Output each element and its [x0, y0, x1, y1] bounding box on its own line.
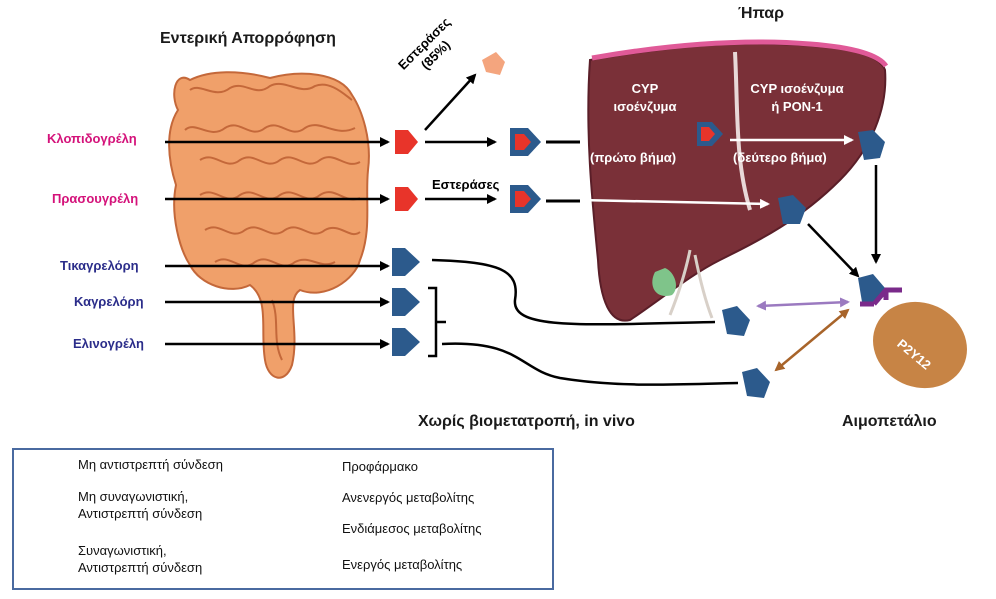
cangrelor-active-shape	[392, 288, 420, 316]
legend-box	[12, 448, 554, 590]
esterases-85-arrow	[424, 73, 477, 131]
bound-active-metabolite	[858, 274, 885, 302]
prasugrel-intermediate-core	[515, 191, 531, 207]
cyp-pon-label: CYP ισοένζυμα ή PON-1	[742, 80, 852, 116]
legend-prodrug-label: Προφάρμακο	[342, 459, 418, 474]
no-biotransformation-title: Χωρίς βιομετατροπή, in vivo	[418, 413, 635, 430]
clopidogrel-active-metabolite	[858, 130, 885, 160]
esterases-label: Εστεράσες	[432, 177, 500, 192]
legend-intermediate-label: Ενδιάμεσος μεταβολίτης	[342, 521, 482, 536]
legend-competitive-line2: Αντιστρεπτή σύνδεση	[78, 560, 203, 575]
ticagrelor-curve	[431, 258, 716, 326]
prasugrel-liver-arrow	[579, 198, 770, 209]
inactive-metabolite-shape	[482, 52, 505, 75]
drug-label-cangrelor: Καγρελόρη	[74, 294, 144, 309]
drug-label-clopidogrel: Κλοπιδογρέλη	[47, 131, 137, 146]
platelet-title: Αιμοπετάλιο	[842, 413, 937, 430]
legend-competitive-line1: Συναγωνιστική,	[78, 543, 167, 558]
drug-label-prasugrel: Πρασουγρέλη	[52, 191, 139, 206]
noncompetitive-metabolite-shape	[722, 306, 750, 336]
prasugrel-active-metabolite	[778, 195, 806, 224]
competitive-binding-arrow	[774, 308, 850, 372]
platelet-shape	[873, 301, 967, 389]
drug-label-elinogrel: Ελινογρέλη	[73, 336, 144, 351]
cyp-label-line1: CYP	[631, 81, 659, 96]
legend-noncompetitive-label: Μη συναγωνιστική, Αντιστρεπτή σύνδεση	[78, 488, 202, 522]
clopidogrel-prodrug-shape	[395, 130, 418, 154]
cangrelor-elinogrel-bracket	[428, 286, 446, 358]
liver-illustration	[587, 39, 889, 322]
liver-title: Ήπαρ	[738, 5, 785, 22]
legend-competitive-label: Συναγωνιστική, Αντιστρεπτή σύνδεση	[78, 542, 202, 576]
cyp-label-line2: ισοένζυμα	[613, 99, 677, 114]
second-step-label: (δεύτερο βήμα)	[733, 150, 827, 165]
legend-inactive-label: Ανενεργός μεταβολίτης	[342, 490, 475, 505]
elinogrel-active-shape	[392, 328, 420, 356]
clopidogrel-intermediate-core	[515, 134, 531, 150]
legend-irreversible-label: Μη αντιστρεπτή σύνδεση	[78, 457, 223, 472]
noncompetitive-binding-arrow	[756, 297, 850, 311]
legend-noncompetitive-line1: Μη συναγωνιστική,	[78, 489, 189, 504]
first-step-label: (πρώτο βήμα)	[590, 150, 677, 165]
drug-label-ticagrelor: Τικαγρελόρη	[60, 258, 139, 273]
prasugrel-prodrug-shape	[395, 187, 418, 211]
legend-active-label: Ενεργός μεταβολίτης	[342, 557, 463, 572]
cyp-pon-label-line2: ή PON-1	[771, 99, 823, 114]
liver-intermediate-core	[701, 127, 715, 141]
intestinal-absorption-title: Εντερική Απορρόφηση	[160, 30, 336, 47]
prasugrel-to-receptor-arrow	[807, 223, 860, 278]
p2y12-receptor-shape	[860, 287, 902, 307]
ticagrelor-active-shape	[392, 248, 420, 276]
intestine-illustration	[168, 71, 370, 379]
elinogrel-curve	[441, 342, 739, 386]
cyp-pon-label-line1: CYP ισοένζυμα	[750, 81, 844, 96]
legend-noncompetitive-line2: Αντιστρεπτή σύνδεση	[78, 506, 203, 521]
cyp-isoenzyme-label: CYP ισοένζυμα	[600, 80, 690, 116]
competitive-metabolite-shape	[742, 368, 770, 398]
